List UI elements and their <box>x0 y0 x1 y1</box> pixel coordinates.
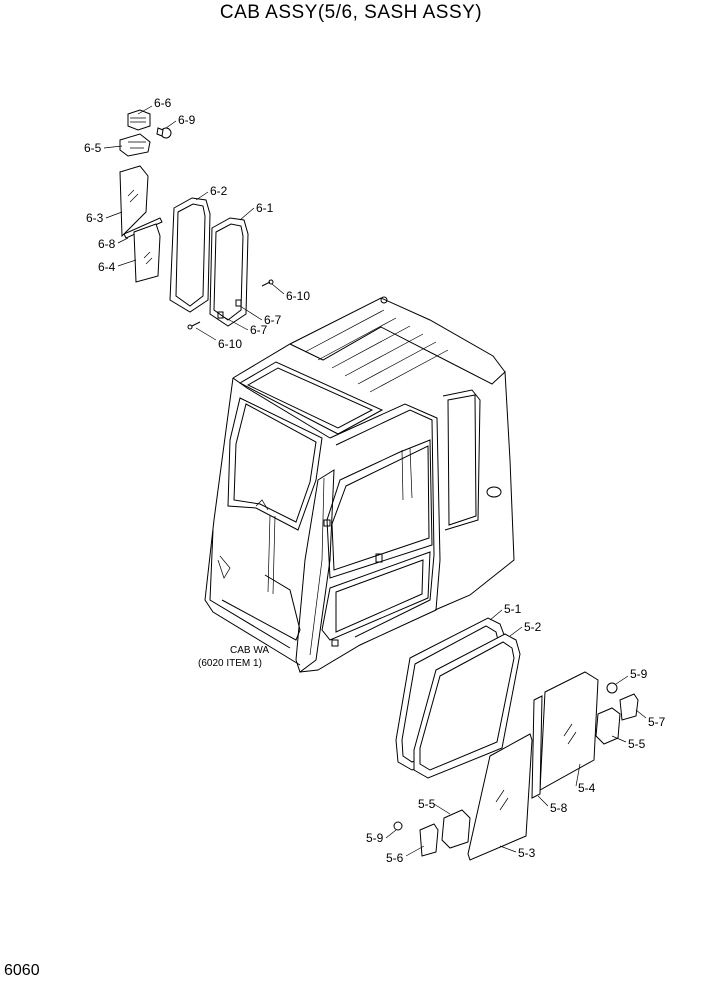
label-5-8: 5-8 <box>550 801 568 815</box>
label-6-2: 6-2 <box>210 184 228 198</box>
label-6-7-lower: 6-7 <box>250 323 268 337</box>
label-6-8: 6-8 <box>98 237 116 251</box>
label-5-2: 5-2 <box>524 620 542 634</box>
label-5-6: 5-6 <box>386 851 404 865</box>
upper-sash-assembly <box>119 109 274 330</box>
label-5-9-right: 5-9 <box>630 667 648 681</box>
page-number: 6060 <box>4 962 40 979</box>
lower-sash-assembly <box>393 617 639 861</box>
label-5-5-left: 5-5 <box>418 797 436 811</box>
cab-note-line1: CAB WA <box>230 645 269 656</box>
label-6-1: 6-1 <box>256 201 274 215</box>
label-6-10-right: 6-10 <box>286 289 310 303</box>
label-5-4: 5-4 <box>578 781 596 795</box>
page-title: CAB ASSY(5/6, SASH ASSY) <box>219 2 483 23</box>
leader-lines <box>103 105 647 857</box>
cab-body <box>204 296 515 673</box>
label-6-3: 6-3 <box>86 211 104 225</box>
cab-note-line2: (6020 ITEM 1) <box>198 658 262 669</box>
label-6-6: 6-6 <box>154 96 172 110</box>
label-6-5: 6-5 <box>84 141 102 155</box>
label-5-5-right: 5-5 <box>628 737 646 751</box>
label-6-9: 6-9 <box>178 113 196 127</box>
label-5-7: 5-7 <box>648 715 666 729</box>
label-5-1: 5-1 <box>504 602 522 616</box>
label-6-7-upper: 6-7 <box>264 313 282 327</box>
part-labels: 6-6 6-9 6-5 6-3 6-2 6-1 6-8 6-4 6-10 6-7… <box>84 96 666 865</box>
label-5-3: 5-3 <box>518 846 536 860</box>
label-6-10-left: 6-10 <box>218 337 242 351</box>
label-6-4: 6-4 <box>98 260 116 274</box>
label-5-9-left: 5-9 <box>366 831 384 845</box>
